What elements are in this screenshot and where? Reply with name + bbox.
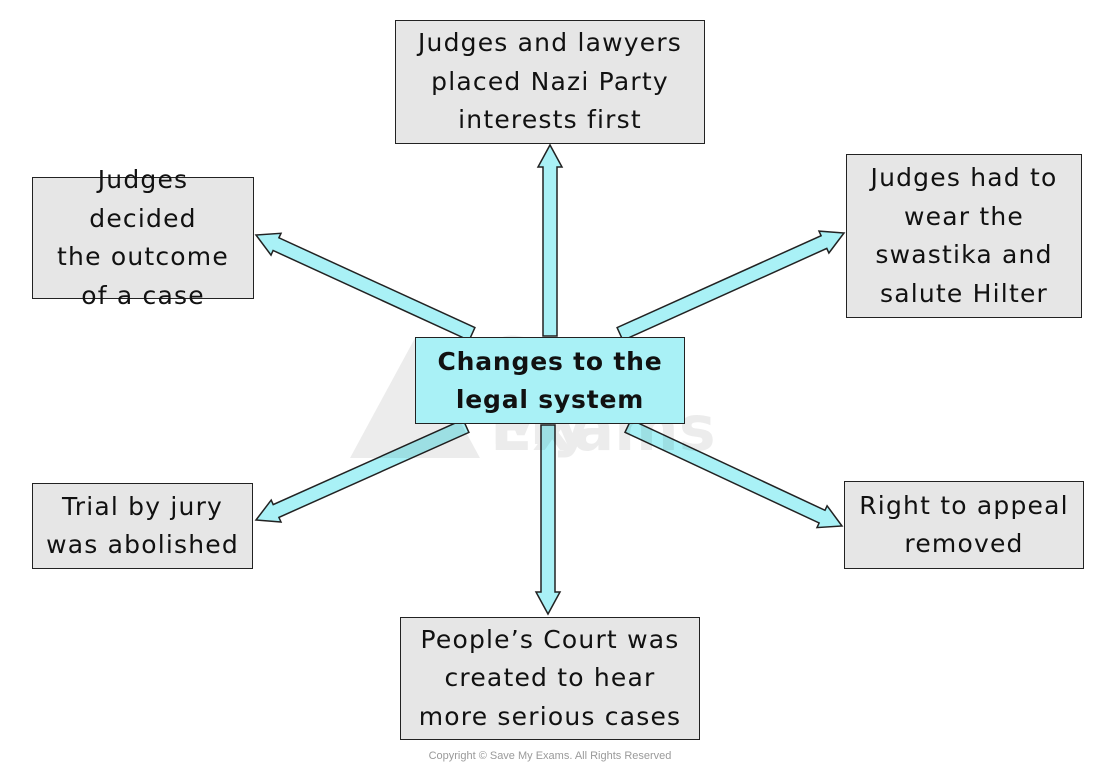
node-peoples-court: People’s Court was created to hear more … [400,617,700,740]
node-party-interests: Judges and lawyers placed Nazi Party int… [395,20,705,144]
arrow-to-swastika [616,230,846,342]
arrow-to-judges-decided [254,232,476,342]
node-judges-decided: Judges decided the outcome of a case [32,165,254,310]
arrow-to-trial-by-jury [254,418,470,523]
arrow-to-peoples-court [534,424,562,616]
node-swastika: Judges had to wear the swastika and salu… [846,154,1082,318]
center-topic: Changes to the legal system [415,337,685,424]
node-right-to-appeal: Right to appeal removed [844,481,1084,569]
arrow-to-party-interests [536,143,564,337]
arrow-to-right-to-appeal [623,418,844,529]
copyright-notice: Copyright © Save My Exams. All Rights Re… [428,750,672,762]
node-trial-by-jury: Trial by jury was abolished [32,483,253,569]
